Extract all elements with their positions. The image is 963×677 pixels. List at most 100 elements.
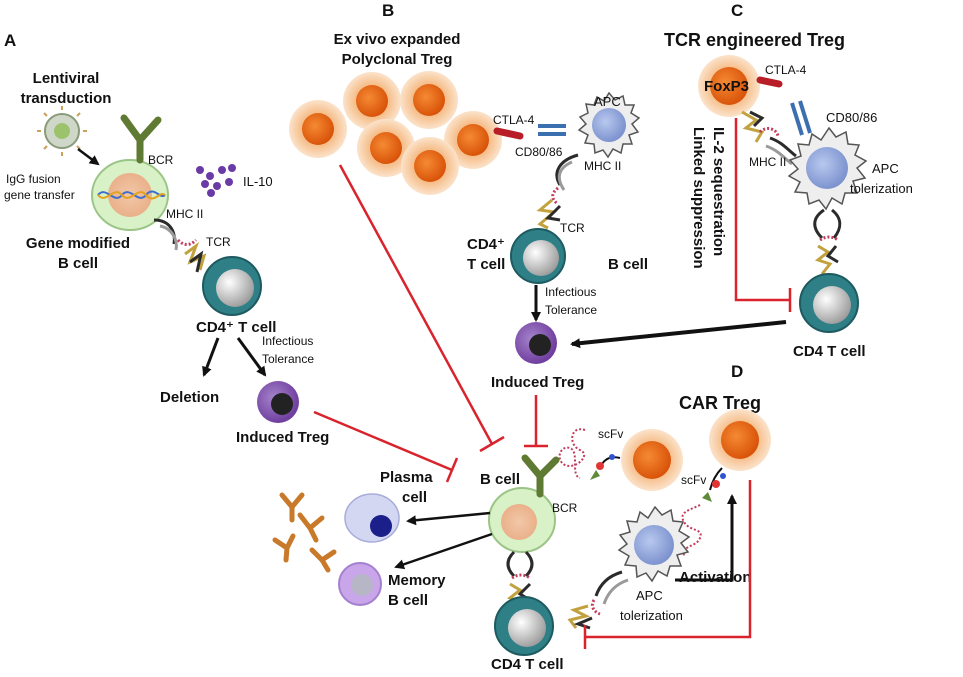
inhibition-line-c bbox=[734, 118, 792, 312]
il10-cytokines bbox=[196, 164, 236, 197]
igg-fusion-label-2: gene transfer bbox=[4, 188, 75, 202]
cd4-tcell-label-d: CD4 T cell bbox=[491, 656, 564, 673]
mhc-label-c: MHC II bbox=[749, 155, 786, 169]
infectious-label-a-2: Tolerance bbox=[262, 352, 314, 366]
memory-bcell bbox=[338, 562, 382, 606]
treg-cell bbox=[444, 111, 502, 169]
tcr-engineered-treg bbox=[698, 55, 760, 117]
scfv-label-1: scFv bbox=[598, 427, 623, 441]
bcr-label-a: BCR bbox=[148, 153, 174, 167]
antigen-ribbon-1 bbox=[558, 428, 586, 479]
bcr-label-center: BCR bbox=[552, 501, 578, 515]
cd4-tcell-label-c: CD4 T cell bbox=[793, 343, 866, 360]
panel-d-letter: D bbox=[731, 362, 743, 381]
tcr-label-a: TCR bbox=[206, 235, 231, 249]
lentiviral-label-2: transduction bbox=[21, 90, 112, 107]
cd4-label-b-2: T cell bbox=[467, 256, 505, 273]
cd4-tcell-label-a: CD4⁺ T cell bbox=[196, 319, 276, 336]
treg-cell bbox=[289, 100, 347, 158]
mhc-tcr-complex-b bbox=[536, 153, 579, 230]
induced-treg-a bbox=[257, 381, 299, 423]
ctla4-label-b: CTLA-4 bbox=[493, 113, 535, 127]
car-treg-cell-2 bbox=[709, 409, 771, 471]
inhibition-line-d bbox=[583, 480, 752, 649]
bcell-label-center: B cell bbox=[480, 471, 520, 488]
cd4-tcell-c bbox=[799, 273, 859, 333]
treg-cell bbox=[400, 71, 458, 129]
antigen-ribbon-2 bbox=[681, 504, 702, 557]
gene-modified-label-2: B cell bbox=[58, 255, 98, 272]
gene-modified-bcell bbox=[91, 159, 169, 231]
ctla4-label-c: CTLA-4 bbox=[765, 63, 807, 77]
tcr-engineered-title: TCR engineered Treg bbox=[664, 30, 845, 50]
apc-cell-b bbox=[577, 91, 641, 159]
cd8086-receptor-c bbox=[790, 100, 812, 136]
induced-treg-b bbox=[515, 322, 557, 364]
igg-fusion-label-1: IgG fusion bbox=[6, 172, 61, 186]
mhc-label-a: MHC II bbox=[166, 207, 203, 221]
apc-label-d-1: APC bbox=[636, 588, 663, 603]
inhibition-induced-treg-b-to-bcell bbox=[524, 395, 548, 448]
panel-c-letter: C bbox=[731, 1, 743, 20]
cd4-tcell-b bbox=[510, 228, 566, 284]
foxp3-label: FoxP3 bbox=[704, 78, 749, 95]
memory-label-2: B cell bbox=[388, 592, 428, 609]
induced-treg-label-b: Induced Treg bbox=[491, 374, 584, 391]
arrow-to-induced-treg-a bbox=[236, 337, 267, 377]
panel-a-letter: A bbox=[4, 31, 16, 50]
plasma-label-1: Plasma bbox=[380, 469, 433, 486]
car-scfv-1 bbox=[590, 454, 621, 480]
antibody-icons bbox=[272, 492, 337, 573]
car-treg-cell-1 bbox=[621, 429, 683, 491]
plasma-label-2: cell bbox=[402, 489, 427, 506]
apc-label-d-2: tolerization bbox=[620, 608, 683, 623]
tcr-label-b: TCR bbox=[560, 221, 585, 235]
apc-cell-d bbox=[617, 505, 691, 583]
lentivirus-icon bbox=[37, 106, 87, 156]
ctla4-receptor-c bbox=[756, 76, 783, 88]
mhc-tcr-complex-c2 bbox=[813, 208, 842, 275]
il10-label: IL-10 bbox=[243, 174, 273, 189]
arrow-virus-to-bcell bbox=[77, 148, 100, 166]
polyclonal-treg-cluster bbox=[289, 71, 502, 195]
cd4-tcell-d bbox=[494, 596, 554, 656]
treg-cell bbox=[357, 119, 415, 177]
bcr-receptor-center bbox=[521, 454, 560, 498]
arrow-bcell-to-memory bbox=[394, 532, 493, 570]
cd8086-label-b: CD80/86 bbox=[515, 145, 563, 159]
cd4-label-b-1: CD4⁺ bbox=[467, 236, 505, 253]
car-treg-title: CAR Treg bbox=[679, 393, 761, 413]
activation-label: Activation bbox=[679, 569, 752, 586]
cd8086-label-c: CD80/86 bbox=[826, 110, 877, 125]
arrow-tcell-c-to-induced-treg bbox=[570, 320, 787, 349]
infectious-label-a-1: Infectious bbox=[262, 334, 313, 348]
mhc-tcr-complex-center bbox=[506, 550, 534, 613]
linked-suppression-label: Linked suppression bbox=[690, 127, 707, 269]
arrow-bcell-to-plasma bbox=[406, 511, 491, 526]
apc-label-b: APC bbox=[594, 94, 621, 109]
apc-label-c-1: APC bbox=[872, 161, 899, 176]
apc-cell-c bbox=[787, 126, 868, 211]
car-scfv-2 bbox=[702, 467, 726, 502]
gene-modified-label-1: Gene modified bbox=[26, 235, 130, 252]
il2-sequestration-label: IL-2 sequestration bbox=[710, 127, 727, 256]
polyclonal-title-1: Ex vivo expanded bbox=[334, 31, 461, 48]
mhc-tcr-complex-c bbox=[741, 110, 797, 166]
ctla4-receptor-b bbox=[493, 127, 524, 140]
mhc-tcr-complex-a bbox=[153, 218, 207, 273]
inhibition-induced-treg-a-to-bcell bbox=[313, 410, 459, 483]
induced-treg-label-a: Induced Treg bbox=[236, 429, 329, 446]
infectious-label-b-1: Infectious bbox=[545, 285, 596, 299]
mhc-tcr-complex-d bbox=[567, 570, 629, 630]
infectious-label-b-2: Tolerance bbox=[545, 303, 597, 317]
plasma-cell bbox=[344, 493, 400, 543]
panel-b-letter: B bbox=[382, 1, 394, 20]
memory-label-1: Memory bbox=[388, 572, 446, 589]
inhibition-polyclonal-to-bcell bbox=[338, 164, 505, 453]
activation-arrow bbox=[675, 494, 737, 582]
apc-label-c-2: tolerization bbox=[850, 181, 913, 196]
lentiviral-label-1: Lentiviral bbox=[33, 70, 100, 87]
mhc-label-b: MHC II bbox=[584, 159, 621, 173]
treg-cell bbox=[343, 72, 401, 130]
